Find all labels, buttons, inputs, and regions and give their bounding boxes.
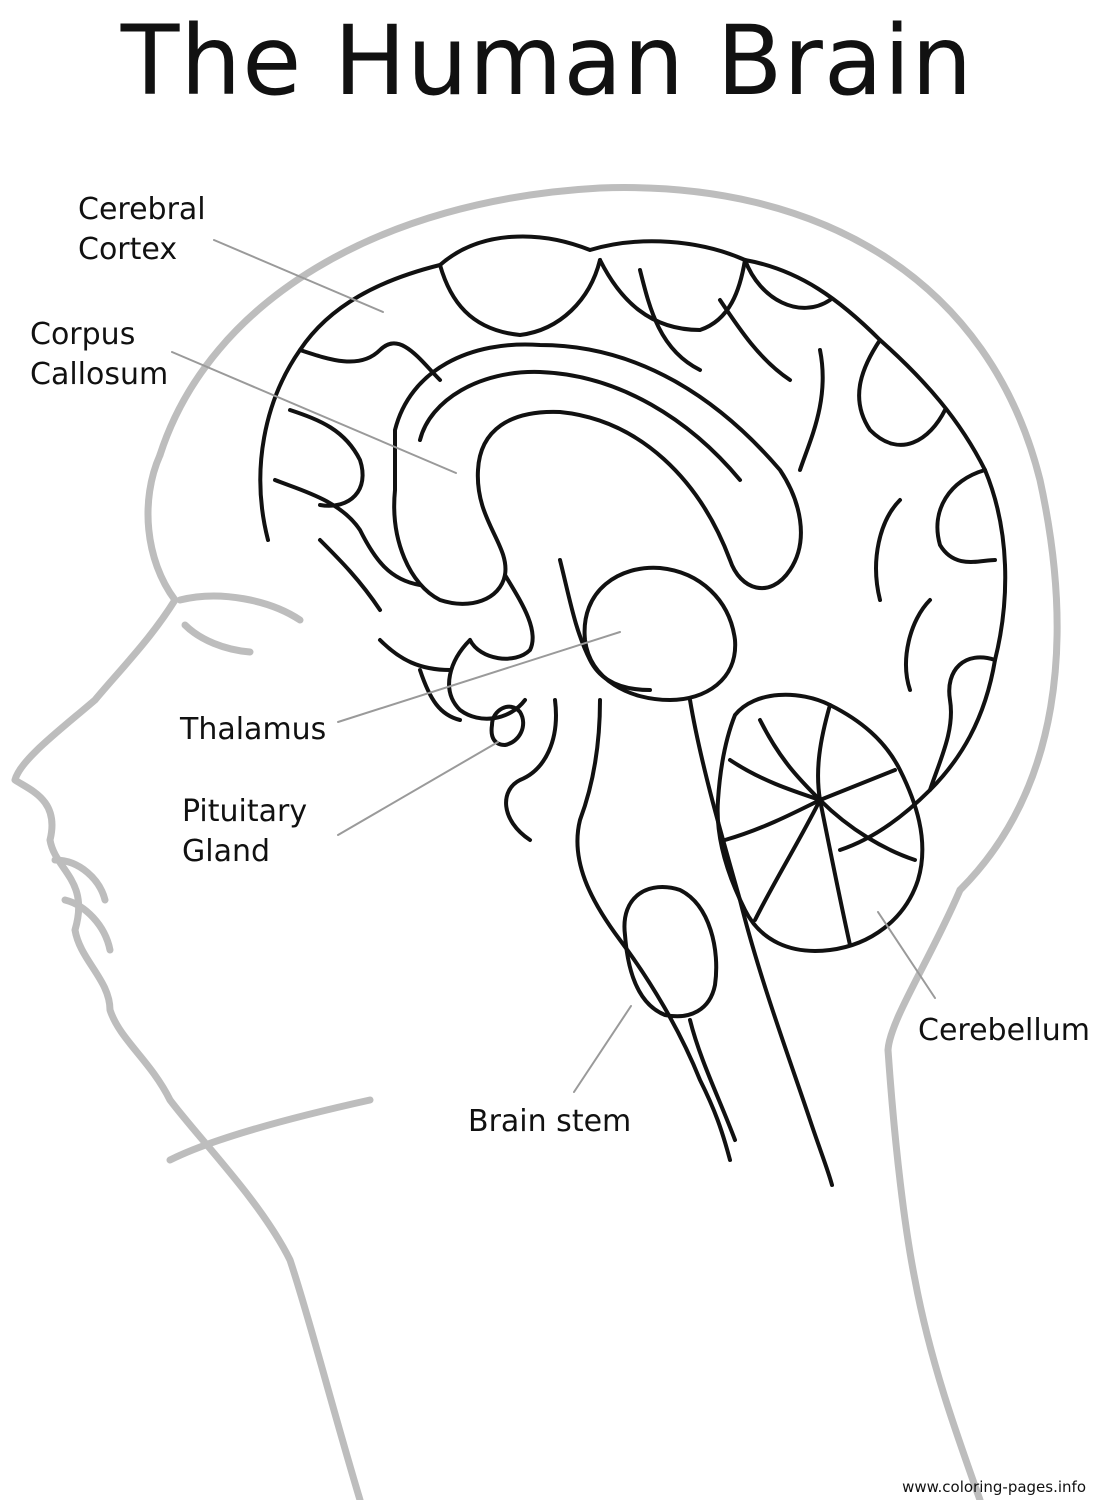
cerebrum-contour (258, 234, 1008, 852)
brain-stem-front (575, 698, 732, 1162)
leader-thalamus (337, 631, 621, 723)
head-silhouette (11, 184, 1061, 1500)
eyebrow (176, 592, 304, 624)
forehead-outline (11, 451, 364, 1500)
label-pituitary-gland-line2: Gland (182, 834, 271, 869)
label-corpus-callosum: Corpus Callosum (30, 315, 168, 395)
leader-brain-stem (573, 1005, 632, 1093)
leader-lines (171, 239, 936, 1093)
brain-stem-back (688, 698, 834, 1187)
skull-outline (156, 184, 1061, 894)
watermark: www.coloring-pages.info (902, 1478, 1086, 1496)
label-cerebral-cortex-line1: Cerebral (78, 192, 206, 227)
corpus-callosum-outer (392, 342, 803, 606)
lip-upper (51, 856, 109, 904)
leader-cerebellum (877, 911, 936, 999)
chin-line (166, 1096, 374, 1164)
label-thalamus: Thalamus (180, 712, 327, 747)
leader-cerebral-cortex (213, 239, 384, 313)
label-brain-stem: Brain stem (468, 1104, 632, 1139)
page-title: The Human Brain (120, 5, 974, 117)
thalamus-shape (582, 565, 738, 702)
corpus-callosum-inner (418, 369, 742, 482)
label-cerebral-cortex: Cerebral Cortex (78, 190, 206, 270)
leader-corpus-callosum (171, 351, 457, 474)
label-cerebellum: Cerebellum (918, 1013, 1090, 1048)
label-corpus-callosum-line1: Corpus (30, 317, 136, 352)
lip-lower (61, 896, 114, 954)
leader-pituitary (337, 741, 499, 836)
neck-back-outline (884, 886, 984, 1500)
label-cerebral-cortex-line2: Cortex (78, 232, 178, 267)
label-pituitary-gland: Pituitary Gland (182, 792, 307, 872)
brain-outline (258, 234, 1008, 1187)
label-pituitary-gland-line1: Pituitary (182, 794, 308, 829)
eye-lid (181, 621, 254, 656)
label-corpus-callosum-line2: Callosum (30, 357, 169, 392)
cerebellum-outline (715, 692, 925, 953)
pituitary-shape (489, 704, 526, 747)
pons-oval (622, 885, 719, 1019)
